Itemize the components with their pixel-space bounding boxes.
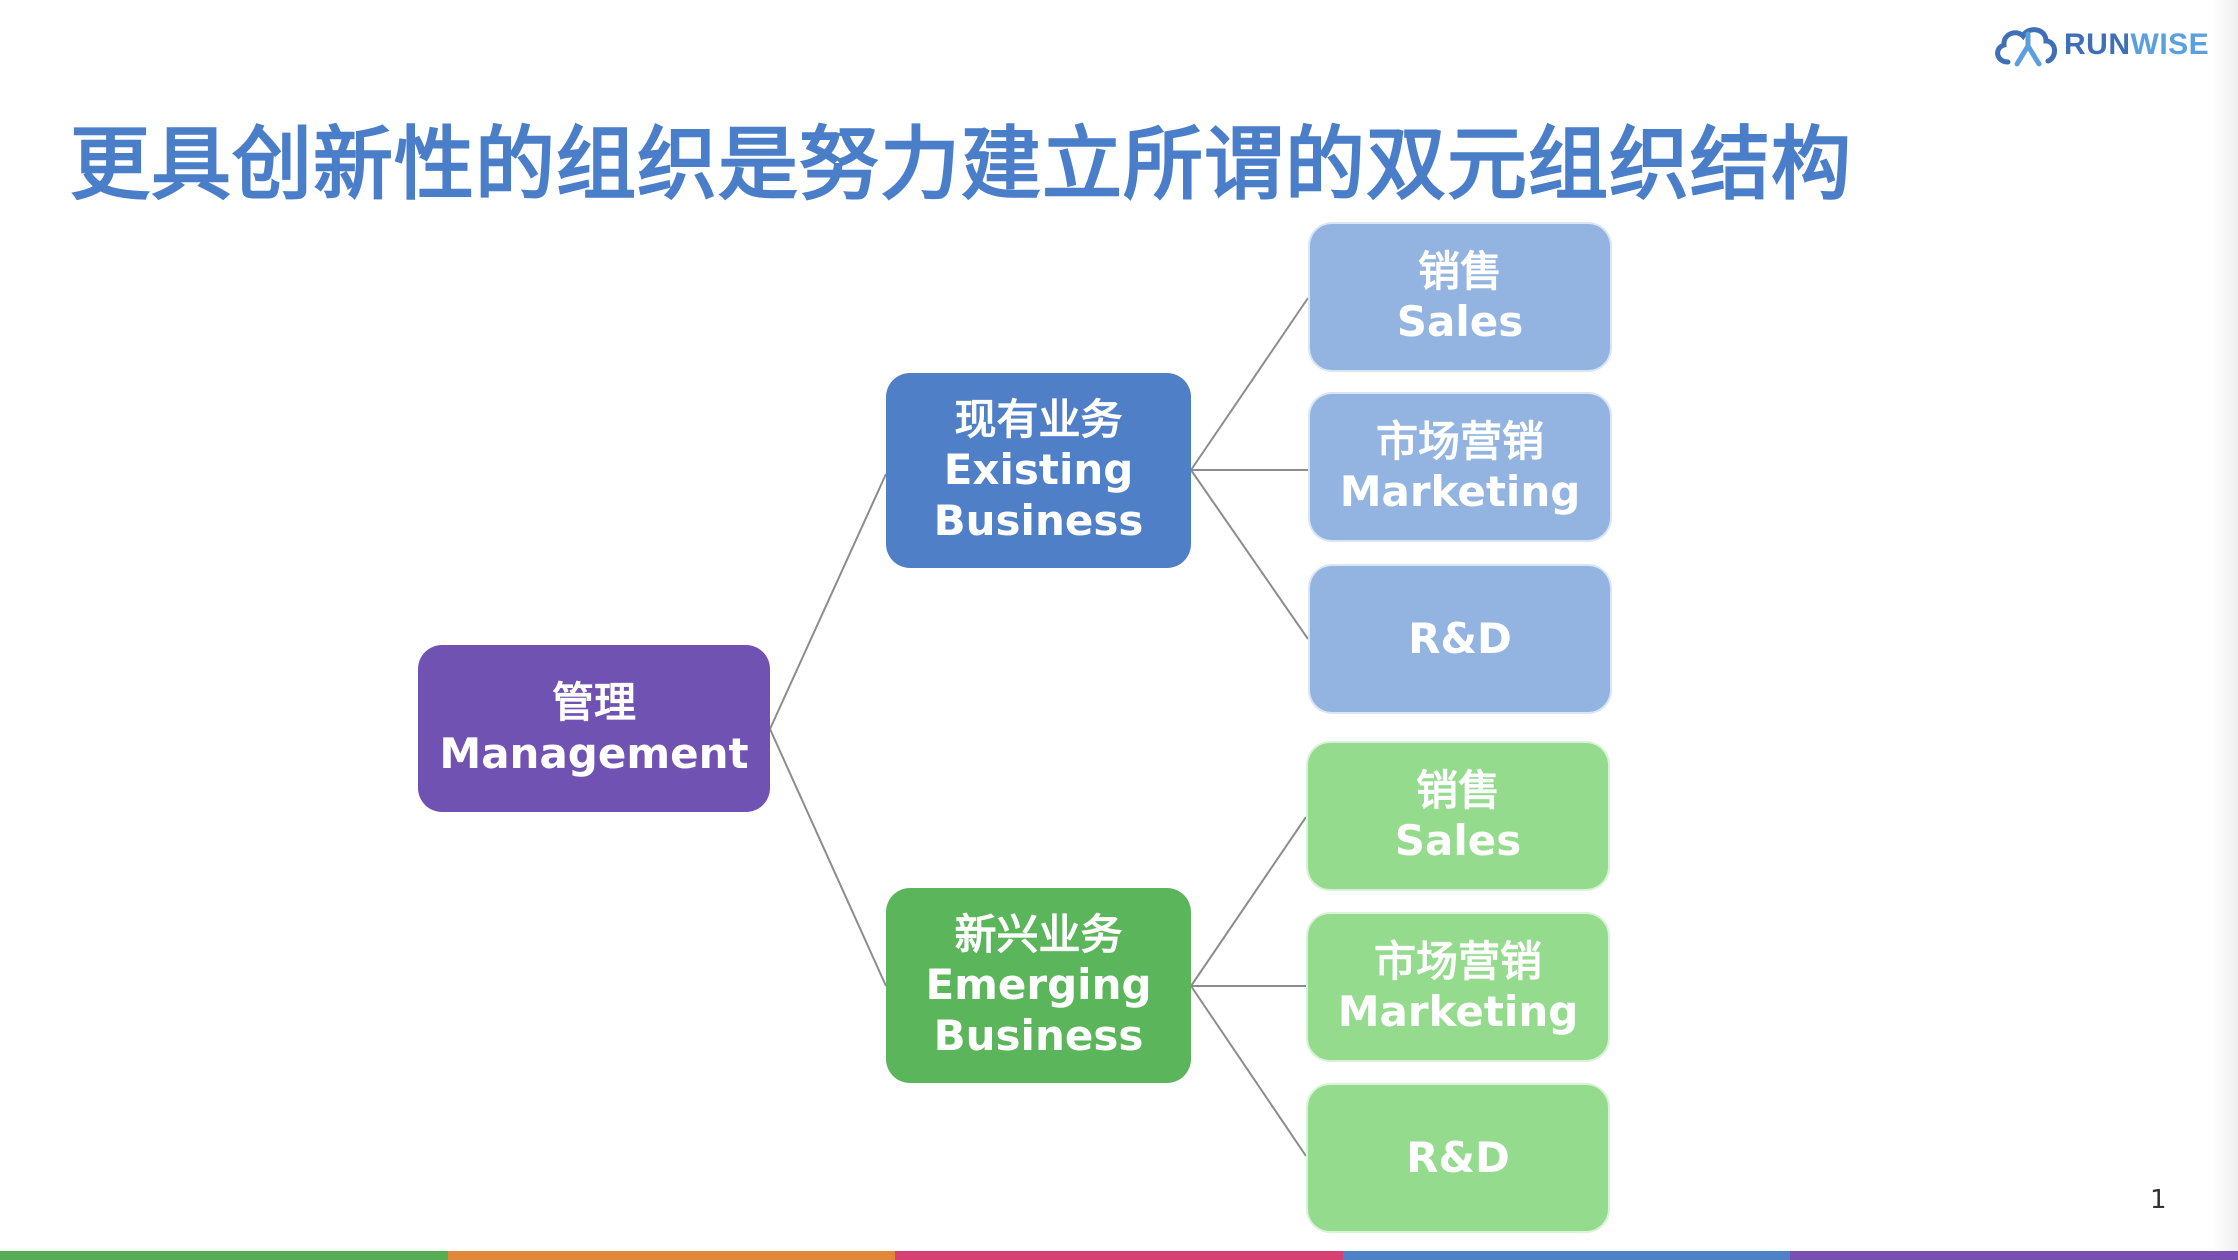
node-existing-sales: 销售 Sales: [1308, 222, 1612, 372]
node-label-zh: 市场营销: [1375, 416, 1544, 466]
node-label-zh: 新兴业务: [954, 909, 1123, 959]
node-management: 管理 Management: [418, 645, 770, 812]
slide-edge-shadow: [2212, 0, 2238, 1252]
connector-root-existing: [769, 473, 887, 730]
node-label-en: Sales: [1396, 297, 1524, 346]
node-label-zh: 销售: [1415, 765, 1500, 815]
bottom-bar-segment: [1342, 1251, 1791, 1260]
node-label-zh: 管理: [551, 678, 636, 728]
logo-text-wise: WISE: [2130, 28, 2210, 61]
connector-existing-rd: [1190, 469, 1309, 640]
node-label-en: Management: [439, 728, 749, 778]
bottom-bar-segment: [1790, 1251, 2238, 1260]
node-label-zh: 市场营销: [1373, 936, 1542, 986]
node-label-en-1: Existing: [943, 445, 1134, 495]
node-emerging-business: 新兴业务 Emerging Business: [886, 888, 1191, 1083]
bottom-color-bar: [0, 1251, 2238, 1260]
node-label-en: R&D: [1408, 613, 1512, 663]
connector-root-emerging: [769, 728, 887, 987]
node-existing-business: 现有业务 Existing Business: [886, 373, 1191, 568]
cloud-arrow-icon: [1995, 27, 2057, 67]
node-emerging-rd: R&D: [1306, 1083, 1610, 1233]
node-label-en-2: Business: [933, 1010, 1144, 1060]
node-label-zh: 现有业务: [954, 394, 1123, 444]
node-existing-rd: R&D: [1308, 564, 1612, 714]
connector-emerging-rd: [1190, 985, 1307, 1157]
slide-title: 更具创新性的组织是努力建立所谓的双元组织结构: [70, 118, 1852, 211]
connector-emerging-sales: [1190, 816, 1307, 987]
node-existing-marketing: 市场营销 Marketing: [1308, 392, 1612, 542]
node-label-en: Marketing: [1339, 467, 1581, 516]
node-label-en: R&D: [1406, 1132, 1510, 1182]
bottom-bar-segment: [0, 1251, 448, 1260]
bottom-bar-segment: [447, 1251, 896, 1260]
node-emerging-marketing: 市场营销 Marketing: [1306, 912, 1610, 1062]
bottom-bar-segment: [895, 1251, 1343, 1260]
node-label-en-2: Business: [933, 495, 1144, 545]
connector-existing-sales: [1190, 297, 1309, 471]
node-label-en: Marketing: [1337, 987, 1579, 1036]
node-label-zh: 销售: [1417, 246, 1502, 296]
page-number: 1: [2150, 1185, 2167, 1215]
logo-text-run: RUN: [2064, 28, 2131, 61]
node-label-en-1: Emerging: [925, 960, 1152, 1010]
node-label-en: Sales: [1394, 816, 1522, 865]
runwise-logo: RUNWISE: [1990, 22, 2209, 68]
node-emerging-sales: 销售 Sales: [1306, 741, 1610, 891]
